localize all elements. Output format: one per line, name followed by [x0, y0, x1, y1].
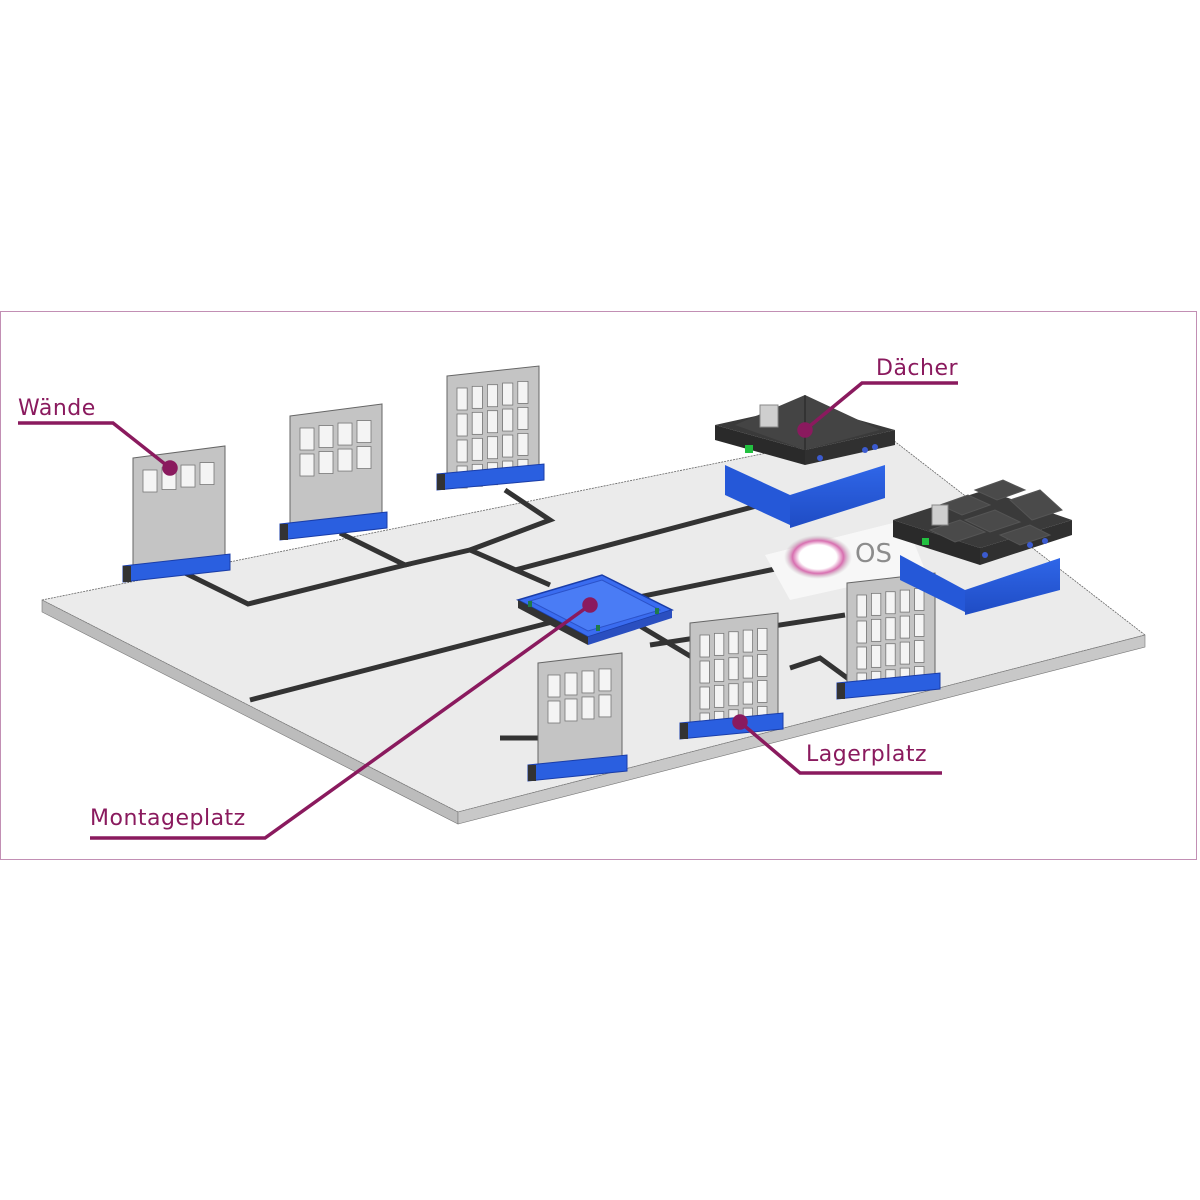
window-cutout [456, 387, 468, 411]
window-cutout [502, 382, 514, 406]
window-cutout [757, 654, 768, 677]
storage-panel-1 [527, 652, 628, 782]
walls-label: Wände [18, 396, 96, 421]
window-cutout [899, 615, 911, 639]
window-cutout [598, 694, 612, 718]
window-cutout [699, 634, 710, 658]
chimney [931, 504, 949, 526]
window-cutout [486, 436, 498, 460]
tray-clip [596, 625, 600, 631]
window-cutout [199, 462, 215, 485]
window-cutout [914, 640, 925, 663]
walls-callout-dot [162, 460, 178, 476]
window-cutout [885, 643, 896, 667]
window-cutout [871, 644, 882, 668]
window-cutout [456, 439, 468, 463]
logo-text: OS [855, 539, 892, 569]
window-cutout [471, 411, 483, 435]
window-cutout [502, 408, 514, 432]
track-segment [514, 502, 761, 573]
window-cutout [728, 631, 739, 655]
window-cutout [486, 410, 498, 434]
roofs-callout-line [803, 381, 958, 432]
window-cutout [142, 469, 158, 493]
roof-module-2 [893, 479, 1072, 615]
storage-callout-line [738, 720, 942, 775]
walls-callout-line [18, 421, 172, 470]
window-cutout [856, 646, 867, 670]
tray-clip [528, 601, 532, 607]
window-cutout [856, 594, 867, 618]
window-cutout [564, 672, 578, 696]
track-segment [789, 655, 852, 683]
window-cutout [699, 686, 710, 710]
window-cutout [581, 696, 595, 720]
storage-panel-3 [836, 572, 941, 700]
roofs-callout-dot [797, 422, 813, 438]
window-cutout [356, 420, 372, 443]
window-cutout [486, 384, 498, 408]
window-cutout [337, 448, 353, 472]
window-cutout [742, 681, 754, 705]
window-cutout [547, 674, 561, 698]
company-logo: OS [765, 520, 925, 600]
window-cutout [356, 446, 372, 469]
status-light [922, 538, 929, 545]
window-cutout [564, 698, 578, 722]
track-segment [249, 617, 561, 703]
assembly-callout-line [90, 603, 592, 840]
window-cutout [456, 413, 468, 437]
window-cutout [471, 437, 483, 461]
chimney [759, 404, 779, 428]
window-cutout [885, 617, 896, 641]
window-cutout [598, 668, 612, 692]
window-cutout [885, 591, 896, 615]
callouts [18, 381, 958, 840]
window-cutout [899, 589, 911, 613]
window-cutout [299, 453, 315, 477]
window-cutout [699, 660, 710, 684]
window-cutout [856, 620, 867, 644]
window-cutout [714, 658, 725, 682]
window-cutout [914, 588, 925, 611]
window-cutout [714, 632, 725, 656]
diagram-frame [0, 311, 1197, 860]
window-cutout [517, 380, 529, 404]
assembly-callout-dot [582, 597, 598, 613]
window-cutout [299, 427, 315, 451]
window-cutout [337, 422, 353, 446]
window-cutout [714, 684, 725, 708]
window-cutout [742, 655, 754, 679]
window-cutout [180, 464, 196, 488]
track-segment [183, 530, 413, 607]
wall-panel-3 [436, 365, 545, 491]
storage-panel-2 [679, 612, 784, 740]
window-cutout [318, 451, 334, 474]
window-cutout [517, 432, 529, 456]
tray-clip [655, 608, 659, 614]
window-cutout [728, 657, 739, 681]
window-cutout [547, 700, 561, 724]
wall-panel-2 [279, 403, 388, 541]
window-cutout [471, 385, 483, 409]
window-cutout [914, 614, 925, 637]
window-cutout [581, 670, 595, 694]
window-cutout [728, 683, 739, 707]
assembly-label: Montageplatz [90, 806, 246, 831]
storage-label: Lagerplatz [806, 742, 928, 767]
status-light [745, 445, 753, 453]
window-cutout [871, 618, 882, 642]
window-cutout [757, 628, 768, 651]
window-cutout [757, 680, 768, 703]
window-cutout [318, 425, 334, 448]
window-cutout [517, 406, 529, 430]
window-cutout [899, 641, 911, 665]
roofs-label: Dächer [876, 356, 959, 381]
storage-callout-dot [732, 714, 748, 730]
window-cutout [502, 434, 514, 458]
window-cutout [871, 592, 882, 616]
window-cutout [742, 629, 754, 653]
track-segment [469, 487, 556, 553]
